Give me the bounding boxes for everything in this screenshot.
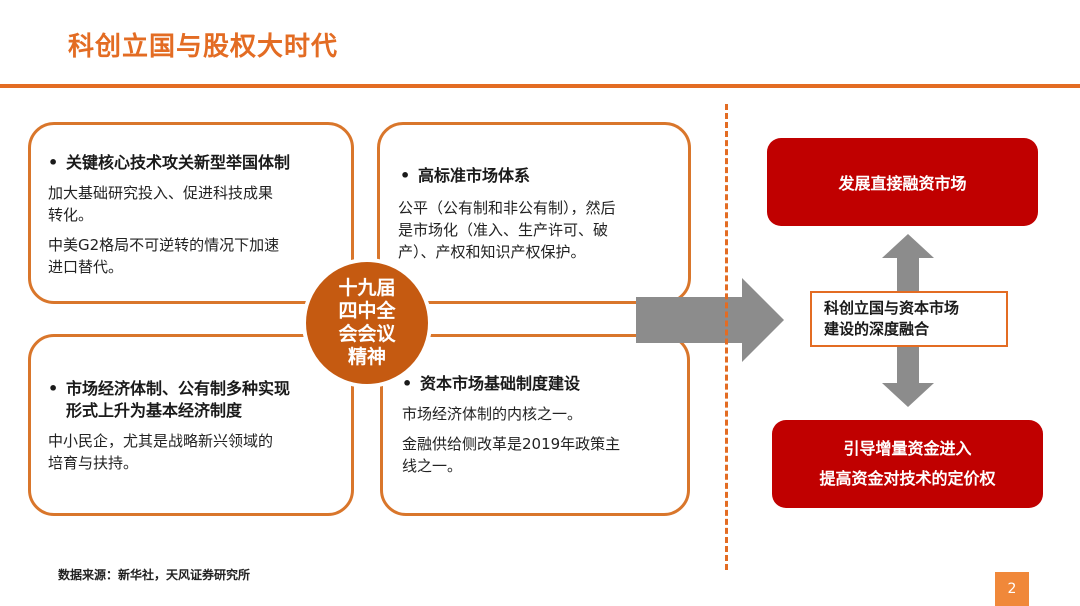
- box-economic-system-body: 中小民企，尤其是战略新兴领域的 培育与扶持。: [48, 430, 273, 474]
- body-line: 金融供给侧改革是2019年政策主: [402, 435, 621, 453]
- body-line: 培育与扶持。: [48, 454, 139, 472]
- heading-text: 市场经济体制、公有制多种实现: [66, 379, 291, 398]
- direct-financing-box: 发展直接融资市场: [767, 138, 1038, 226]
- body-line: 进口替代。: [48, 258, 124, 276]
- box-core-technology: [28, 122, 354, 304]
- bullet-icon: •: [48, 153, 59, 172]
- body-line: 中美G2格局不可逆转的情况下加速: [48, 236, 280, 254]
- box-capital-market-body: 市场经济体制的内核之一。 金融供给侧改革是2019年政策主 线之一。: [402, 403, 620, 477]
- plenary-session-circle: 十九届 四中全 会会议 精神: [302, 258, 432, 388]
- integration-line: 科创立国与资本市场: [824, 299, 960, 317]
- circle-text: 十九届 四中全 会会议 精神: [324, 277, 410, 369]
- body-line: 加大基础研究投入、促进科技成果: [48, 184, 274, 202]
- data-source: 数据来源：新华社，天风证券研究所: [58, 568, 251, 582]
- page-number: 2: [995, 572, 1029, 606]
- right-arrow-icon: [636, 278, 784, 362]
- incremental-capital-line: 提高资金对技术的定价权: [819, 469, 996, 488]
- circle-line: 十九届: [338, 277, 396, 299]
- heading-text: 关键核心技术攻关新型举国体制: [66, 153, 291, 172]
- body-line: 线之一。: [402, 457, 463, 475]
- box-capital-market-heading: • 资本市场基础制度建设: [402, 373, 580, 395]
- incremental-capital-box: 引导增量资金进入 提高资金对技术的定价权: [772, 420, 1043, 508]
- box-market-system-heading: • 高标准市场体系: [400, 165, 530, 187]
- integration-line: 建设的深度融合: [824, 320, 930, 338]
- down-arrow-icon: [882, 347, 934, 407]
- body-line: 产）、产权和知识产权保护。: [398, 243, 586, 261]
- bullet-icon: •: [48, 379, 59, 398]
- box-capital-market: [380, 334, 690, 516]
- box-market-system: [377, 122, 691, 304]
- direct-financing-label: 发展直接融资市场: [838, 174, 967, 193]
- circle-line: 会会议: [338, 323, 396, 345]
- box-core-technology-body: 加大基础研究投入、促进科技成果 转化。 中美G2格局不可逆转的情况下加速 进口替…: [48, 182, 279, 278]
- bullet-icon: •: [400, 166, 411, 185]
- bullet-icon: •: [402, 374, 413, 393]
- box-core-technology-heading: • 关键核心技术攻关新型举国体制: [48, 152, 290, 174]
- box-market-system-body: 公平（公有制和非公有制），然后 是市场化（准入、生产许可、破 产）、产权和知识产…: [398, 197, 616, 263]
- body-line: 公平（公有制和非公有制），然后: [398, 199, 616, 217]
- heading-text-line2: 形式上升为基本经济制度: [66, 401, 243, 420]
- up-arrow-icon: [882, 234, 934, 291]
- integration-box: 科创立国与资本市场 建设的深度融合: [810, 291, 1008, 347]
- title-rule: [0, 84, 1080, 88]
- dashed-divider: [725, 104, 728, 570]
- body-line: 是市场化（准入、生产许可、破: [398, 221, 609, 239]
- heading-text: 高标准市场体系: [418, 166, 531, 185]
- circle-line: 四中全: [338, 300, 396, 322]
- page-title: 科创立国与股权大时代: [68, 32, 339, 62]
- incremental-capital-line: 引导增量资金进入: [843, 439, 972, 458]
- box-economic-system: [28, 334, 354, 516]
- heading-text: 资本市场基础制度建设: [420, 374, 581, 393]
- circle-line: 精神: [347, 346, 386, 368]
- body-line: 中小民企，尤其是战略新兴领域的: [48, 432, 274, 450]
- body-line: 市场经济体制的内核之一。: [402, 405, 583, 423]
- box-economic-system-heading: • 市场经济体制、公有制多种实现 形式上升为基本经济制度: [48, 378, 290, 422]
- body-line: 转化。: [48, 206, 94, 224]
